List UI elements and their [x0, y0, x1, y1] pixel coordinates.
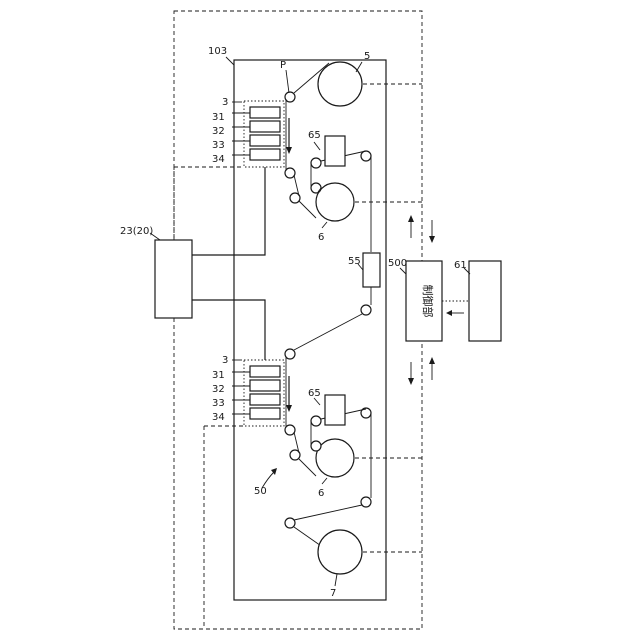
label-drum-lower: 6	[318, 488, 324, 499]
label-controller: 制御部	[421, 285, 435, 318]
label-lower-head: 34	[212, 412, 225, 423]
label-system: 50	[254, 486, 267, 497]
label-controller-ref: 500	[388, 258, 407, 269]
lower-head-34	[250, 408, 280, 419]
rewind-roll-7	[318, 530, 362, 574]
label-upper-head: 31	[212, 112, 225, 123]
lower-head-31	[250, 366, 280, 377]
label-upper-head-unit: 3	[222, 97, 228, 108]
label-rewind-roll: 7	[330, 588, 336, 599]
label-unwind-roll: 5	[364, 51, 370, 62]
label-lower-head: 33	[212, 398, 225, 409]
drum-lower	[316, 439, 354, 477]
label-apparatus: 103	[208, 46, 227, 57]
label-upper-head: 34	[212, 154, 225, 165]
label-supply-unit: 23(20)	[120, 226, 153, 237]
sensor-55	[363, 253, 380, 287]
lower-head-33	[250, 394, 280, 405]
label-drum-upper: 6	[318, 232, 324, 243]
outer-dashed-frame	[174, 11, 422, 629]
label-paper: P	[280, 60, 286, 71]
unwind-roll-5	[318, 62, 362, 106]
external-device-61	[469, 261, 501, 341]
label-lower-head-unit: 3	[222, 355, 228, 366]
supply-unit	[155, 240, 192, 318]
upper-head-31	[250, 107, 280, 118]
label-lower-head: 32	[212, 384, 225, 395]
label-dryer-lower: 65	[308, 388, 321, 399]
upper-head-32	[250, 121, 280, 132]
label-sensor: 55	[348, 256, 361, 267]
upper-head-33	[250, 135, 280, 146]
upper-paper-path	[285, 62, 371, 252]
label-upper-head: 33	[212, 140, 225, 151]
label-external-ref: 61	[454, 260, 467, 271]
dryer-lower	[325, 395, 345, 425]
lower-head-32	[250, 380, 280, 391]
label-dryer-upper: 65	[308, 130, 321, 141]
upper-head-34	[250, 149, 280, 160]
label-upper-head: 32	[212, 126, 225, 137]
dryer-upper	[325, 136, 345, 166]
lower-paper-path	[285, 305, 371, 574]
label-lower-head: 31	[212, 370, 225, 381]
drum-upper	[316, 183, 354, 221]
upper-head-unit	[232, 101, 292, 167]
lower-head-unit	[232, 360, 292, 426]
